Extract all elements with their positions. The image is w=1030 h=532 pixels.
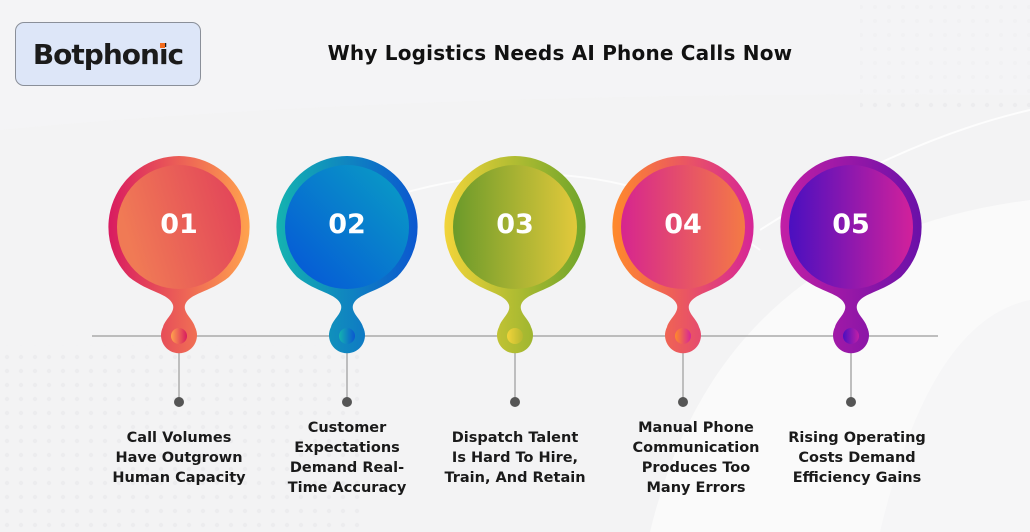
knob-icon xyxy=(675,328,691,344)
step-caption-02: Customer Expectations Demand Real- Time … xyxy=(287,420,407,496)
step-number-02: 02 xyxy=(328,209,366,240)
knob-icon xyxy=(507,328,523,344)
step-number-03: 03 xyxy=(496,209,534,240)
step-number-04: 04 xyxy=(664,209,702,240)
knob-icon xyxy=(171,328,187,344)
stem-dot xyxy=(678,397,688,407)
timeline-pin-02 xyxy=(276,156,418,407)
step-caption-05: Rising Operating Costs Demand Efficiency… xyxy=(788,430,926,486)
knob-icon xyxy=(339,328,355,344)
timeline-pin-03 xyxy=(444,156,586,407)
page-title: Why Logistics Needs AI Phone Calls Now xyxy=(327,41,793,65)
stem-dot xyxy=(510,397,520,407)
step-caption-03: Dispatch Talent Is Hard To Hire, Train, … xyxy=(444,430,586,486)
step-number-01: 01 xyxy=(160,209,198,240)
step-caption-01: Call Volumes Have Outgrown Human Capacit… xyxy=(112,430,246,486)
timeline-pin-05 xyxy=(780,156,922,407)
stem-dot xyxy=(342,397,352,407)
knob-icon xyxy=(843,328,859,344)
step-number-05: 05 xyxy=(832,209,870,240)
brand-name: Botphonic xyxy=(32,37,184,71)
logo-accent-square xyxy=(160,42,166,48)
stem-dot xyxy=(846,397,856,407)
stem-dot xyxy=(174,397,184,407)
timeline-pin-01 xyxy=(108,156,250,407)
brand-logo: Botphonic xyxy=(15,22,201,86)
timeline-pin-04 xyxy=(612,156,754,407)
step-caption-04: Manual Phone Communication Produces Too … xyxy=(632,420,760,496)
